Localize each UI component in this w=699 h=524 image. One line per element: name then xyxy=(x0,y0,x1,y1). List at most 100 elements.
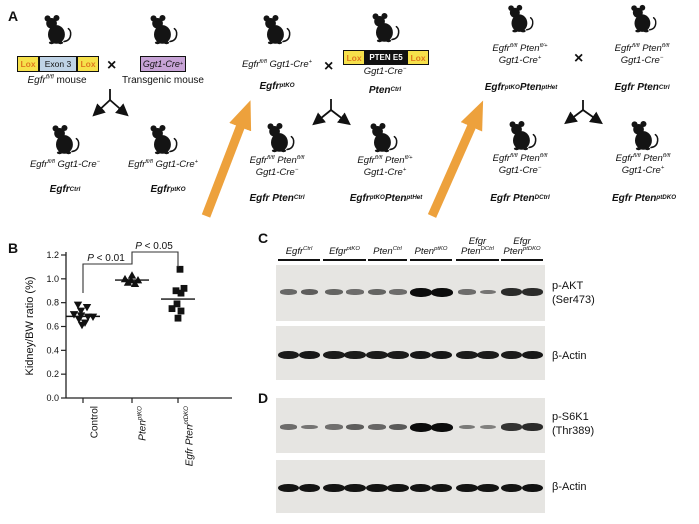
protein-band xyxy=(388,424,408,430)
protein-band xyxy=(501,423,522,431)
pten-e5-box: PTEN E5 xyxy=(365,50,407,65)
genotype-text: Egfrfl/fl Ptenfl/fl xyxy=(614,42,670,54)
mouse-icon xyxy=(630,4,657,34)
data-point xyxy=(168,305,176,313)
protein-band xyxy=(522,288,543,296)
genotype-text: Egfrfl/fl Ptenfl/fl xyxy=(615,152,671,164)
blot-label-actin-c: β-Actin xyxy=(552,349,586,363)
blot-target: β-Actin xyxy=(552,481,587,493)
blot-target: p-AKT xyxy=(552,280,584,292)
protein-band xyxy=(458,424,476,430)
protein-band xyxy=(409,422,432,432)
data-point xyxy=(172,287,180,295)
protein-band xyxy=(479,424,497,430)
p-value-label: P < 0.05 xyxy=(135,242,173,252)
y-tick-label: 0.8 xyxy=(46,298,59,308)
data-point xyxy=(177,307,185,315)
protein-band xyxy=(522,423,543,431)
lane-header: PtenptKO xyxy=(396,231,466,258)
data-point xyxy=(73,301,83,310)
genotype-text: Egfrfl/fl Ptenfl/fl xyxy=(492,152,548,164)
lane-header-line: Efgr xyxy=(468,235,487,247)
mouse-icon xyxy=(266,122,295,153)
data-point xyxy=(176,265,184,273)
genotype-text: Egfrfl/fl Ptenfl/+ xyxy=(492,42,548,54)
blot-site: (Thr389) xyxy=(552,425,595,438)
protein-band xyxy=(277,350,300,360)
protein-band xyxy=(500,483,523,493)
genotype-text: Ggt1-Cre− xyxy=(363,65,407,77)
blot-label-actin-d: β-Actin xyxy=(552,480,586,494)
pten-floxed-construct: Lox PTEN E5 Lox xyxy=(343,50,429,65)
protein-band xyxy=(366,483,388,493)
genotype-text: Ggt1-Cre+ xyxy=(363,166,407,178)
protein-band xyxy=(409,483,432,493)
blot-p-s6k1 xyxy=(276,398,545,453)
protein-band xyxy=(456,350,478,360)
protein-band xyxy=(325,289,343,295)
protein-band xyxy=(477,350,499,360)
protein-band xyxy=(325,424,343,430)
data-point xyxy=(174,314,182,322)
panel-a-label: A xyxy=(8,8,19,24)
protein-band xyxy=(430,483,453,493)
mouse-icon xyxy=(630,120,659,151)
protein-band xyxy=(298,483,321,493)
panel-d-label: D xyxy=(258,390,269,406)
lox-site: Lox xyxy=(343,50,365,65)
blot-label-p-akt: p-AKT (Ser473) xyxy=(552,279,595,308)
y-tick-label: 1.2 xyxy=(46,250,59,260)
lane-underline xyxy=(278,259,320,261)
blot-actin-c xyxy=(276,326,545,380)
protein-band xyxy=(277,483,300,493)
blot-site: (Ser473) xyxy=(552,294,595,307)
genotype-text: Ggt1-Cre− xyxy=(255,166,299,178)
protein-band xyxy=(389,289,407,295)
protein-band xyxy=(456,483,478,493)
branch-arrow-3 xyxy=(564,100,603,125)
branch-arrow-2 xyxy=(312,99,351,126)
protein-band xyxy=(521,483,544,493)
blot-actin-d xyxy=(276,460,545,513)
mouse-icon xyxy=(149,124,178,155)
x-category-label: PtenptKO xyxy=(136,406,149,441)
protein-band xyxy=(323,350,345,360)
lane-header: EgfrCtrl xyxy=(264,231,334,258)
protein-band xyxy=(387,350,409,360)
protein-band xyxy=(430,350,453,360)
protein-band xyxy=(344,350,366,360)
data-point xyxy=(76,307,86,316)
ggt1-cre-box: Ggt1-Cre+ xyxy=(140,56,186,72)
protein-band xyxy=(344,483,366,493)
significance-bracket xyxy=(82,251,179,293)
protein-band xyxy=(479,289,497,295)
y-tick-label: 0.0 xyxy=(46,393,59,403)
mouse-icon xyxy=(369,122,398,153)
mouse-icon xyxy=(43,14,72,45)
data-point xyxy=(173,300,181,308)
protein-band xyxy=(477,483,499,493)
lane-header: PtenCtrl xyxy=(353,231,423,258)
lane-header: EfgrptKO xyxy=(310,231,380,258)
lane-underline xyxy=(456,259,499,261)
cross-symbol: × xyxy=(324,58,334,75)
y-tick-label: 0.6 xyxy=(46,321,59,331)
genotype-text: Egfrfl/fl Ggt1-Cre− xyxy=(29,158,101,170)
data-point xyxy=(177,289,185,297)
mouse-icon xyxy=(51,124,80,155)
cross-symbol: × xyxy=(574,50,584,67)
lane-underline xyxy=(368,259,407,261)
lane-header-line: EfgrptKO xyxy=(329,246,360,258)
lane-header-line: PtenptDKO xyxy=(503,246,541,258)
protein-band xyxy=(409,287,432,297)
transgenic-caption: Transgenic mouse xyxy=(122,75,204,86)
genotype-text: Egfrfl/fl Ggt1-Cre+ xyxy=(127,158,199,170)
mouse-icon xyxy=(508,120,537,151)
